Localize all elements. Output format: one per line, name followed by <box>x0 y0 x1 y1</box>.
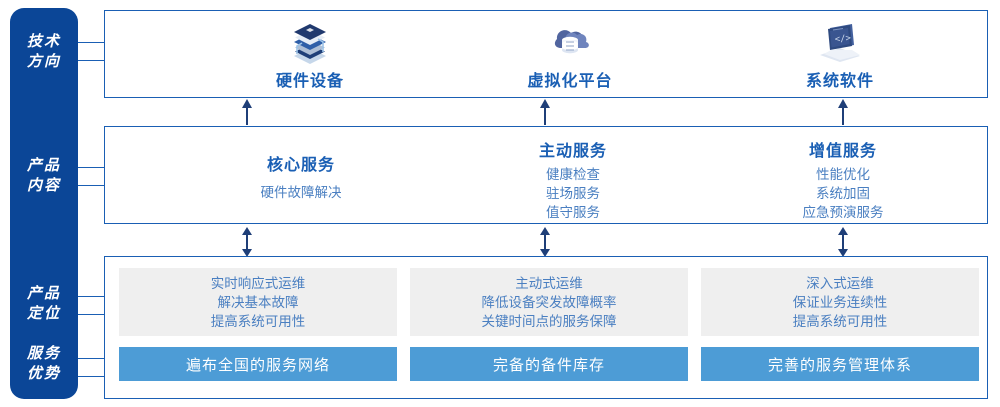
positioning-item: 保证业务连续性 <box>792 294 888 310</box>
content-column-title: 主动服务 <box>538 143 607 160</box>
positioning-item: 深入式运维 <box>806 275 874 291</box>
rail-label-line2: 内容 <box>26 177 61 194</box>
rail-label-service-advantage: 服务 优势 <box>10 344 78 384</box>
connector-line <box>78 358 105 359</box>
positioning-item: 主动式运维 <box>515 275 583 291</box>
tech-item-system-software[interactable]: </> 系统软件 <box>695 11 985 99</box>
product-content-panel: 核心服务 硬件故障解决 主动服务 健康检查 驻场服务 值守服务 增值服务 性能优… <box>104 126 988 224</box>
tech-item-virtualization[interactable]: 虚拟化平台 <box>425 11 715 99</box>
positioning-item: 提高系统可用性 <box>210 313 306 329</box>
arrow-up <box>538 99 552 130</box>
rail-label-product-content: 产品 内容 <box>10 156 78 196</box>
connector-line <box>78 167 105 168</box>
rail-label-line1: 产品 <box>26 285 61 302</box>
rail-label-line1: 技术 <box>26 33 61 50</box>
tech-direction-panel: 硬件设备 <box>104 10 988 98</box>
rail-label-line1: 产品 <box>26 157 61 174</box>
connector-line <box>78 60 105 61</box>
advantage-bar-management-system[interactable]: 完善的服务管理体系 <box>701 347 979 381</box>
content-item: 值守服务 <box>546 205 600 220</box>
arrow-up <box>240 99 254 130</box>
server-stack-icon <box>165 17 455 65</box>
content-item: 硬件故障解决 <box>260 185 342 200</box>
rail-label-line2: 方向 <box>26 53 61 70</box>
positioning-advantage-panel: 实时响应式运维 解决基本故障 提高系统可用性 主动式运维 降低设备突发故障概率 … <box>104 256 988 399</box>
tech-item-hardware[interactable]: 硬件设备 <box>165 11 455 99</box>
positioning-card-indepth[interactable]: 深入式运维 保证业务连续性 提高系统可用性 <box>701 268 979 336</box>
positioning-card-proactive[interactable]: 主动式运维 降低设备突发故障概率 关键时间点的服务保障 <box>410 268 688 336</box>
laptop-code-icon: </> <box>695 17 985 65</box>
rail-label-line2: 定位 <box>26 305 61 322</box>
tech-item-label: 系统软件 <box>805 73 874 90</box>
advantage-bar-label: 遍布全国的服务网络 <box>185 356 330 374</box>
tech-item-label: 虚拟化平台 <box>527 73 613 90</box>
connector-line <box>78 185 105 186</box>
positioning-item: 实时响应式运维 <box>210 275 306 291</box>
content-item: 应急预演服务 <box>802 205 884 220</box>
arrow-up <box>836 99 850 130</box>
advantage-bar-label: 完善的服务管理体系 <box>767 356 912 374</box>
content-item: 性能优化 <box>816 167 870 182</box>
connector-line <box>78 314 105 315</box>
rail-label-line1: 服务 <box>26 345 61 362</box>
category-rail: 技术 方向 产品 内容 产品 定位 服务 优势 <box>10 8 78 399</box>
arrow-double-vertical <box>538 227 552 262</box>
connector-line <box>78 42 105 43</box>
content-item: 驻场服务 <box>546 186 600 201</box>
advantage-bar-service-network[interactable]: 遍布全国的服务网络 <box>119 347 397 381</box>
content-column-items: 健康检查 驻场服务 值守服务 <box>423 165 723 222</box>
tech-item-label: 硬件设备 <box>275 73 344 90</box>
rail-label-line2: 优势 <box>26 365 61 382</box>
positioning-item: 降低设备突发故障概率 <box>481 294 617 310</box>
content-column-title: 增值服务 <box>808 143 877 160</box>
positioning-item: 提高系统可用性 <box>792 313 888 329</box>
arrow-double-vertical <box>836 227 850 262</box>
advantage-bar-label: 完备的备件库存 <box>492 356 605 374</box>
content-column-proactive-service[interactable]: 主动服务 健康检查 驻场服务 值守服务 <box>423 127 723 225</box>
content-column-items: 性能优化 系统加固 应急预演服务 <box>693 165 993 222</box>
positioning-card-realtime[interactable]: 实时响应式运维 解决基本故障 提高系统可用性 <box>119 268 397 336</box>
arrow-double-vertical <box>240 227 254 262</box>
advantage-bar-spare-parts[interactable]: 完备的备件库存 <box>410 347 688 381</box>
content-column-title: 核心服务 <box>266 157 335 174</box>
positioning-item: 关键时间点的服务保障 <box>481 313 617 329</box>
connector-line <box>78 376 105 377</box>
svg-text:</>: </> <box>834 34 852 45</box>
cloud-database-icon <box>425 17 715 65</box>
content-column-core-service[interactable]: 核心服务 硬件故障解决 <box>151 127 451 225</box>
positioning-item: 解决基本故障 <box>217 294 299 310</box>
content-item: 健康检查 <box>546 167 600 182</box>
content-column-items: 硬件故障解决 <box>151 183 451 202</box>
rail-label-tech-direction: 技术 方向 <box>10 32 78 72</box>
connector-line <box>78 296 105 297</box>
content-column-value-added-service[interactable]: 增值服务 性能优化 系统加固 应急预演服务 <box>693 127 993 225</box>
content-item: 系统加固 <box>816 186 870 201</box>
rail-label-product-positioning: 产品 定位 <box>10 284 78 324</box>
